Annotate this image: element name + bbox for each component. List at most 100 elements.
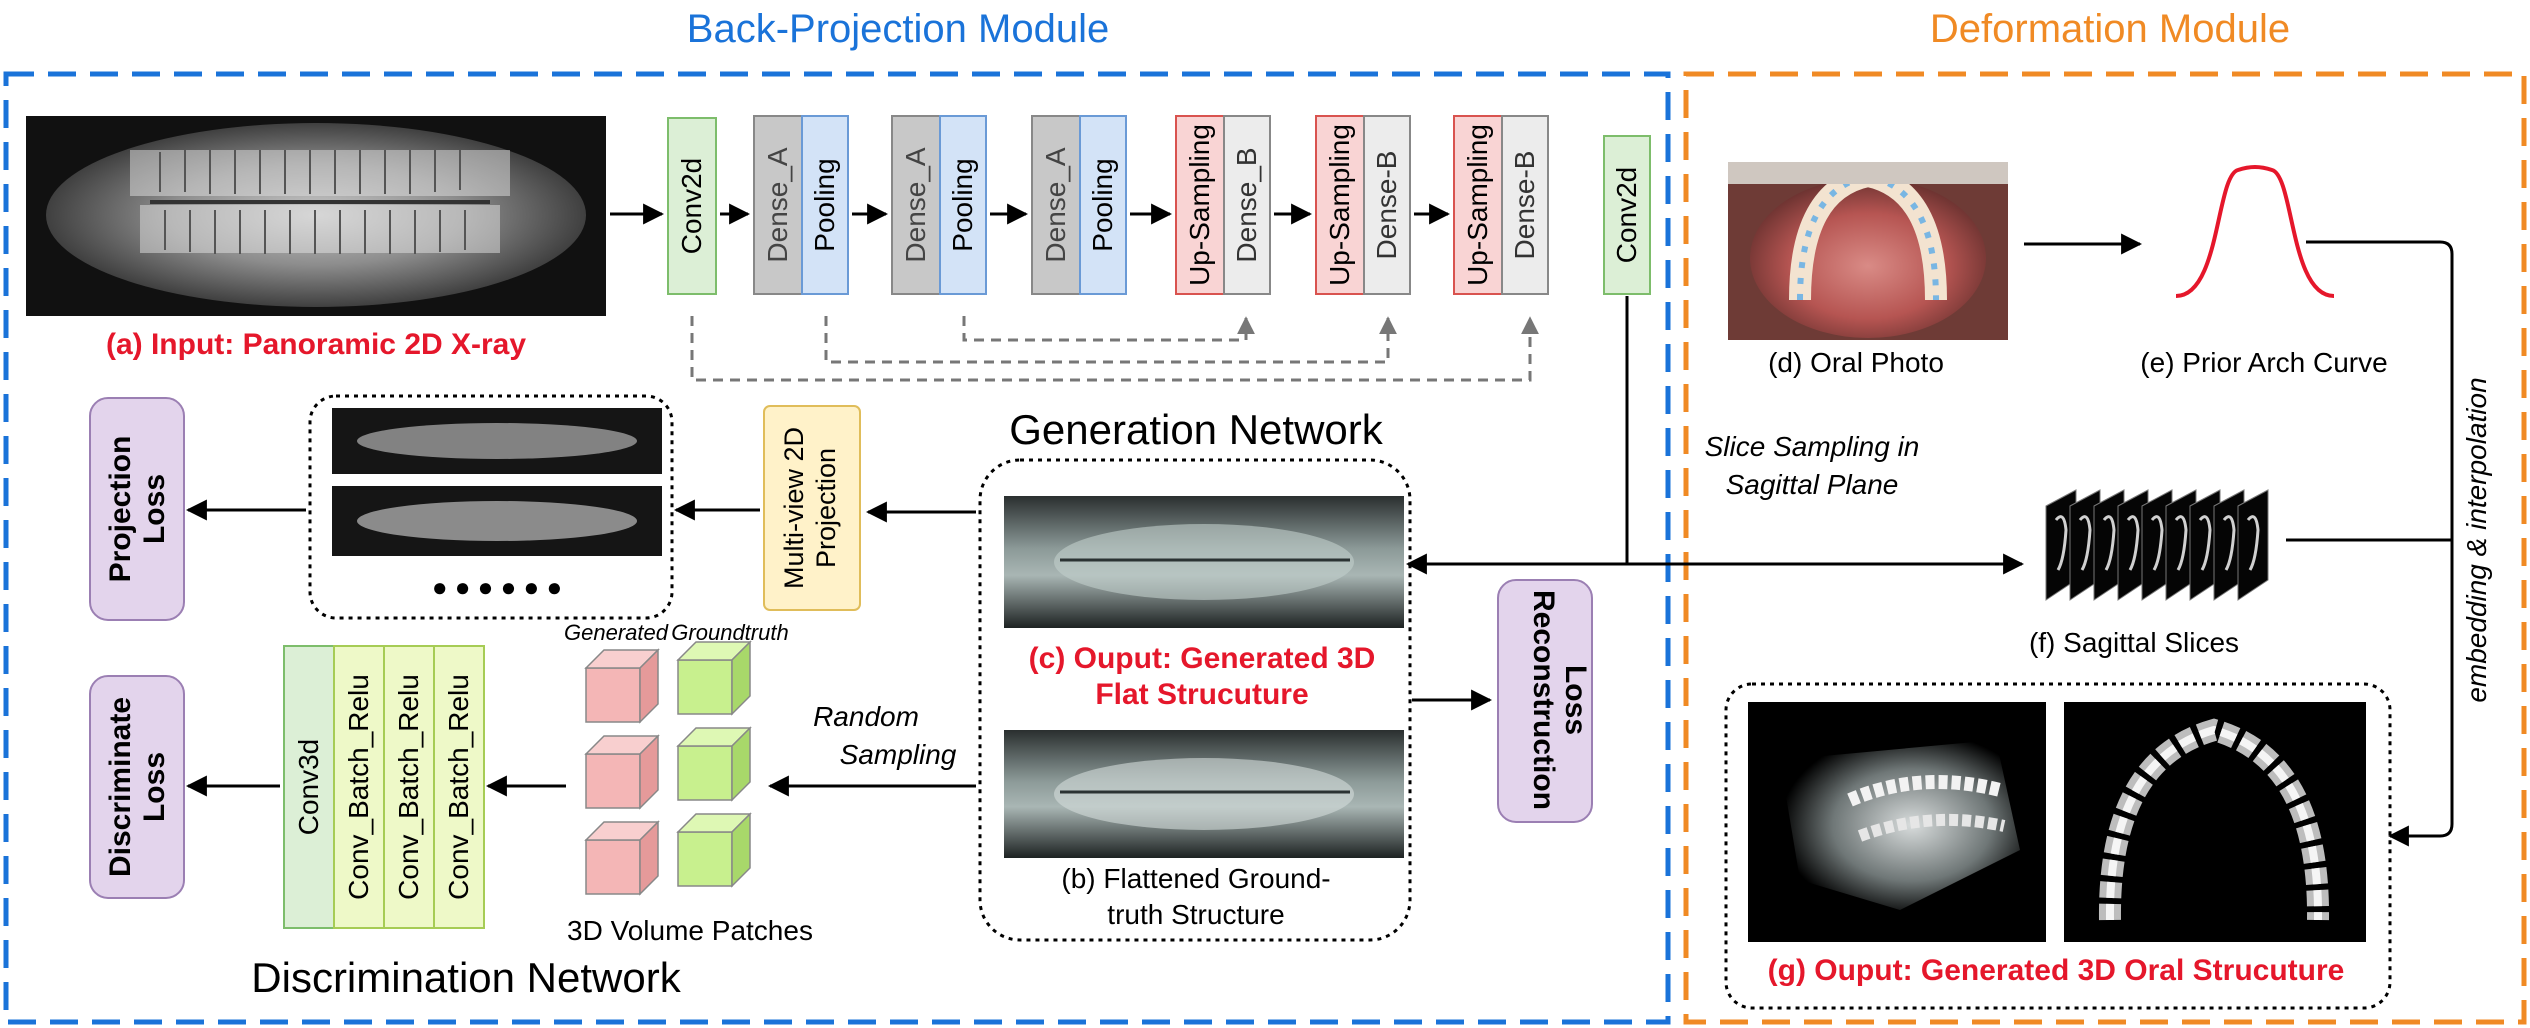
projection-loss-box: Projection Loss <box>89 397 185 621</box>
svg-text:Conv2d: Conv2d <box>676 158 707 255</box>
svg-text:Conv_Batch_Relu: Conv_Batch_Relu <box>443 674 474 900</box>
svg-text:Loss: Loss <box>138 474 171 544</box>
sagittal-slices-label: (f) Sagittal Slices <box>2029 627 2239 658</box>
projection-views-box <box>308 394 674 620</box>
panoramic-xray-image <box>26 116 606 316</box>
input-label: (a) Input: Panoramic 2D X-ray <box>106 328 526 361</box>
svg-text:Loss: Loss <box>138 752 171 822</box>
dense-a-block-1: Dense_A <box>753 115 803 295</box>
sagittal-slice-tooth <box>2198 515 2212 571</box>
dense-a-block-3: Dense_A <box>1031 115 1081 295</box>
svg-text:Conv_Batch_Relu: Conv_Batch_Relu <box>393 674 424 900</box>
embedding-label: embedding & interpolation <box>2461 377 2492 702</box>
groundtruth-patch-cube <box>676 812 752 888</box>
sagittal-slices-image <box>2045 489 2269 601</box>
prior-arch-label: (e) Prior Arch Curve <box>2140 347 2387 378</box>
groundtruth-patch-cube <box>676 726 752 802</box>
sagittal-slice-tooth <box>2054 515 2068 571</box>
svg-text:Projection: Projection <box>104 436 137 583</box>
reconstruction-loss-box: Reconstruction Loss <box>1497 579 1593 823</box>
svg-text:Pooling: Pooling <box>809 158 840 251</box>
back-projection-frame <box>3 71 1671 1025</box>
slice-sampling-line1: Slice Sampling in <box>1705 431 1920 462</box>
svg-text:Reconstruction: Reconstruction <box>1527 590 1560 810</box>
upsampling-block-3: Up-Sampling <box>1453 115 1503 295</box>
pooling-block-3: Pooling <box>1079 115 1127 295</box>
upsampling-block-2: Up-Sampling <box>1315 115 1365 295</box>
generated-patch-cube <box>584 648 660 724</box>
svg-text:Dense-B: Dense-B <box>1371 151 1402 260</box>
upsampling-block-1: Up-Sampling <box>1175 115 1225 295</box>
discrimination-network-title: Discrimination Network <box>251 954 681 1001</box>
back-projection-title: Back-Projection Module <box>687 7 1109 51</box>
svg-text:Dense-B: Dense-B <box>1509 151 1540 260</box>
generated-axial-slice <box>2064 702 2366 942</box>
more-views-dots: ● ● ● ● ● ● <box>432 572 562 602</box>
svg-text:Pooling: Pooling <box>1087 158 1118 251</box>
output-label-line1: (c) Ouput: Generated 3D <box>1029 642 1376 675</box>
svg-text:Conv_Batch_Relu: Conv_Batch_Relu <box>343 674 374 900</box>
dense-b-block-1: Dense_B <box>1223 115 1271 295</box>
projection-view-2 <box>332 486 662 556</box>
groundtruth-label-line1: (b) Flattened Ground- <box>1061 863 1330 894</box>
sagittal-slice-tooth <box>2126 515 2140 571</box>
final-output-box <box>1724 682 2392 1010</box>
groundtruth-flat-structure-image <box>1004 730 1404 858</box>
generated-3d-jaw-render <box>1748 702 2046 942</box>
dense-a-block-2: Dense_A <box>891 115 941 295</box>
svg-text:Conv3d: Conv3d <box>293 739 324 836</box>
skip-connections <box>690 316 1539 382</box>
conv2d-input-block: Conv2d <box>667 117 717 295</box>
svg-text:Dense_B: Dense_B <box>1231 147 1262 262</box>
svg-text:Multi-view 2D: Multi-view 2D <box>779 427 809 589</box>
sagittal-slice-tooth <box>2174 515 2188 571</box>
conv-batch-relu-block-2: Conv_Batch_Relu <box>383 645 435 929</box>
sagittal-slice-tooth <box>2078 515 2092 571</box>
slice-sampling-line2: Sagittal Plane <box>1726 469 1899 500</box>
sagittal-slice <box>2237 489 2269 601</box>
groundtruth-patch-cube <box>676 640 752 716</box>
conv-batch-relu-block-3: Conv_Batch_Relu <box>433 645 485 929</box>
svg-text:Projection: Projection <box>811 448 841 568</box>
deformation-title: Deformation Module <box>1930 7 2290 51</box>
oral-photo-label: (d) Oral Photo <box>1768 347 1944 378</box>
sagittal-slice-tooth <box>2102 515 2116 571</box>
svg-text:Loss: Loss <box>1559 665 1592 735</box>
svg-text:Dense_A: Dense_A <box>1040 147 1071 263</box>
prior-arch-curve <box>2175 165 2335 298</box>
generated-patch-cube <box>584 820 660 896</box>
patches-caption: 3D Volume Patches <box>567 915 813 946</box>
generation-network-title: Generation Network <box>1009 406 1384 453</box>
sagittal-slice-tooth <box>2150 515 2164 571</box>
random-sampling-line2: Sampling <box>840 739 957 770</box>
final-output-label: (g) Ouput: Generated 3D Oral Strucuture <box>1768 954 2345 987</box>
random-sampling-line1: Random <box>813 701 919 732</box>
svg-text:Up-Sampling: Up-Sampling <box>1324 124 1355 286</box>
discriminate-loss-box: Discriminate Loss <box>89 675 185 899</box>
output-label-line2: Flat Strucuture <box>1095 678 1308 711</box>
pooling-block-1: Pooling <box>801 115 849 295</box>
groundtruth-label-line2: truth Structure <box>1107 899 1284 930</box>
generation-network-box <box>978 458 1412 942</box>
patches-groundtruth-label: Groundtruth <box>671 620 788 645</box>
multiview-projection-box: Multi-view 2D Projection <box>763 405 861 611</box>
dense-b-block-3: Dense-B <box>1501 115 1549 295</box>
svg-text:Up-Sampling: Up-Sampling <box>1462 124 1493 286</box>
pooling-block-2: Pooling <box>939 115 987 295</box>
conv3d-block: Conv3d <box>283 645 335 929</box>
svg-text:Dense_A: Dense_A <box>762 147 793 263</box>
conv2d-output-block: Conv2d <box>1603 135 1651 295</box>
sagittal-slice-tooth <box>2222 515 2236 571</box>
svg-text:Conv2d: Conv2d <box>1611 167 1642 264</box>
svg-text:Pooling: Pooling <box>947 158 978 251</box>
svg-text:Dense_A: Dense_A <box>900 147 931 263</box>
projection-view-1 <box>332 408 662 474</box>
volume-patches <box>584 640 752 896</box>
svg-text:Up-Sampling: Up-Sampling <box>1184 124 1215 286</box>
conv-batch-relu-block-1: Conv_Batch_Relu <box>333 645 385 929</box>
svg-text:Discriminate: Discriminate <box>104 697 137 877</box>
oral-photo-image <box>1728 162 2008 340</box>
patches-generated-label: Generated <box>564 620 669 645</box>
dense-b-block-2: Dense-B <box>1363 115 1411 295</box>
